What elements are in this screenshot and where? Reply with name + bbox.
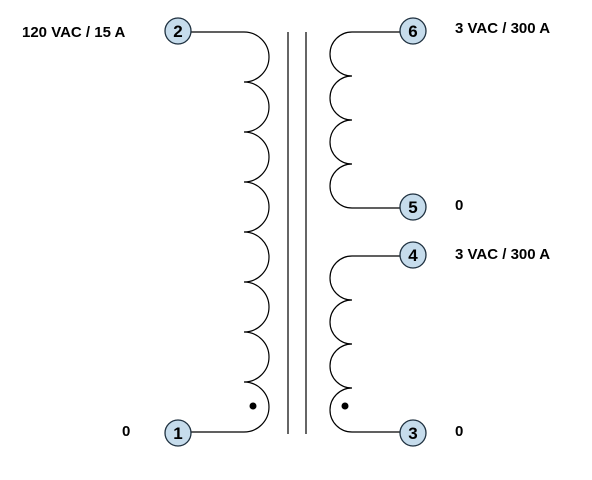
terminal-6-label: 6	[408, 22, 417, 41]
terminal-4: 4	[399, 241, 427, 269]
terminal-4-circle	[399, 241, 427, 269]
terminal-6: 6	[399, 17, 427, 45]
terminal-3-label: 3	[408, 424, 417, 443]
terminal-1: 1	[164, 419, 192, 447]
secondary-winding-1	[329, 31, 400, 209]
secondary-2-zero-label: 0	[455, 423, 463, 440]
terminal-5-circle	[399, 193, 427, 221]
terminal-3: 3	[399, 419, 427, 447]
secondary-winding-2	[329, 255, 400, 433]
primary-rating-label: 120 VAC / 15 A	[22, 24, 126, 41]
terminal-3-circle	[399, 419, 427, 447]
secondary-1-zero-label: 0	[455, 197, 463, 214]
terminal-2: 2	[164, 17, 192, 45]
primary-winding	[190, 31, 270, 433]
primary-zero-label: 0	[122, 423, 130, 440]
terminal-5-label: 5	[408, 198, 417, 217]
terminal-6-circle	[399, 17, 427, 45]
secondary-2-polarity-dot	[341, 402, 349, 410]
terminal-4-label: 4	[408, 246, 418, 265]
secondary-1-rating-label: 3 VAC / 300 A	[455, 20, 550, 37]
primary-polarity-dot	[249, 402, 257, 410]
terminal-1-label: 1	[173, 424, 182, 443]
terminal-1-circle	[164, 419, 192, 447]
terminal-5: 5	[399, 193, 427, 221]
terminal-2-circle	[164, 17, 192, 45]
terminal-2-label: 2	[173, 22, 182, 41]
secondary-2-rating-label: 3 VAC / 300 A	[455, 246, 550, 263]
